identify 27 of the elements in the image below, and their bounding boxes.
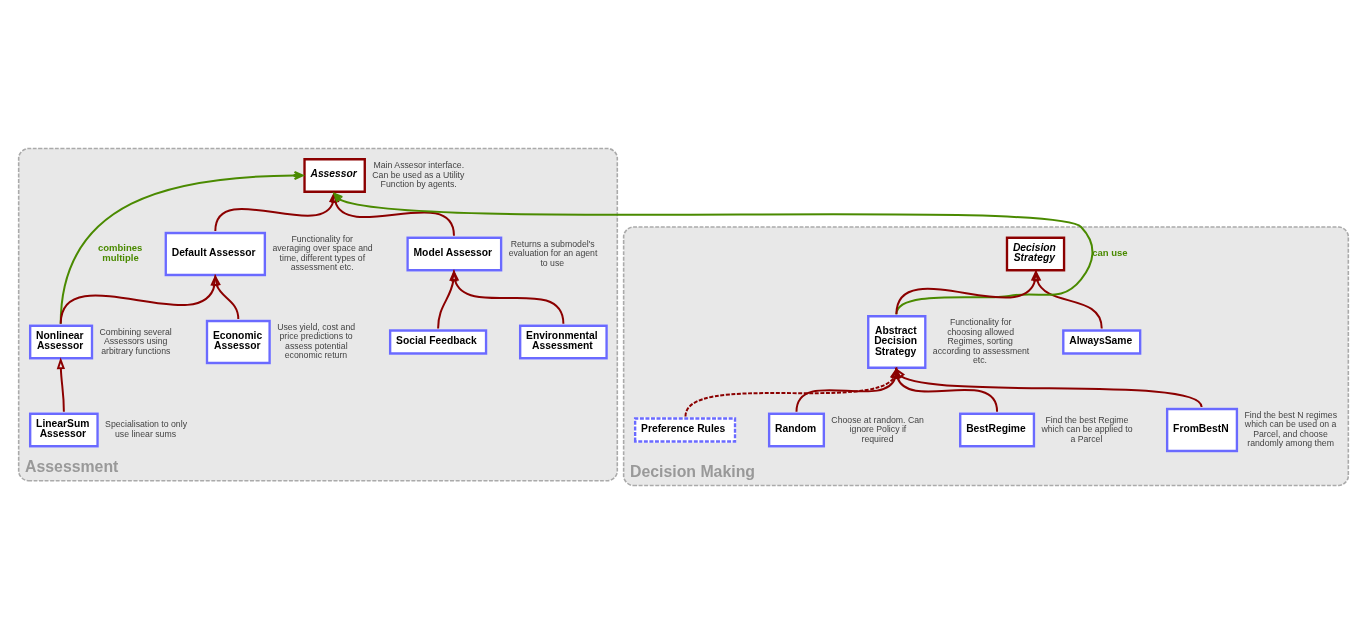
- node-label: Main Assesor interface. Can be used as a Utility Function by agents.: [372, 160, 465, 190]
- edge-label: can use: [1092, 246, 1128, 258]
- arrow: [450, 269, 565, 325]
- node-label: Returns a submodel's evaluation for an agent to use: [508, 238, 598, 268]
- arrow: [59, 273, 219, 325]
- arrow: [795, 366, 900, 413]
- arrow: [212, 274, 240, 320]
- arrow: [59, 170, 304, 325]
- node-label: Functionality for averaging over space and time, different types of assessment etc.: [272, 233, 373, 273]
- edge-label: combines multiple: [97, 242, 143, 263]
- node-label: Find the best Regime which can be applied to a Parcel: [1041, 414, 1133, 444]
- arrow: [894, 367, 1203, 408]
- arrow: [437, 269, 458, 330]
- arrow: [331, 190, 455, 237]
- arrow: [895, 269, 1040, 316]
- arrow: [56, 357, 66, 413]
- arrow: [1033, 269, 1103, 330]
- node-label: Specialisation to only use linear sums: [105, 419, 188, 439]
- node-label: Find the best N regimes which can be used on a Parcel, and choose randomly among them: [1244, 409, 1338, 449]
- node-label: Functionality for choosing allowed Regimes, sorting according to assessment etc.: [932, 317, 1030, 366]
- node-label: Uses yield, cost and price predictions to assess potential economic return: [277, 321, 356, 361]
- arrow: [893, 366, 999, 413]
- arrow: [333, 192, 1094, 316]
- arrow: [214, 190, 338, 232]
- node-label: Choose at random. Can ignore Policy if required: [831, 414, 924, 444]
- node-label: Combining several Assessors using arbitrary functions: [99, 326, 172, 356]
- arrow: [684, 366, 898, 418]
